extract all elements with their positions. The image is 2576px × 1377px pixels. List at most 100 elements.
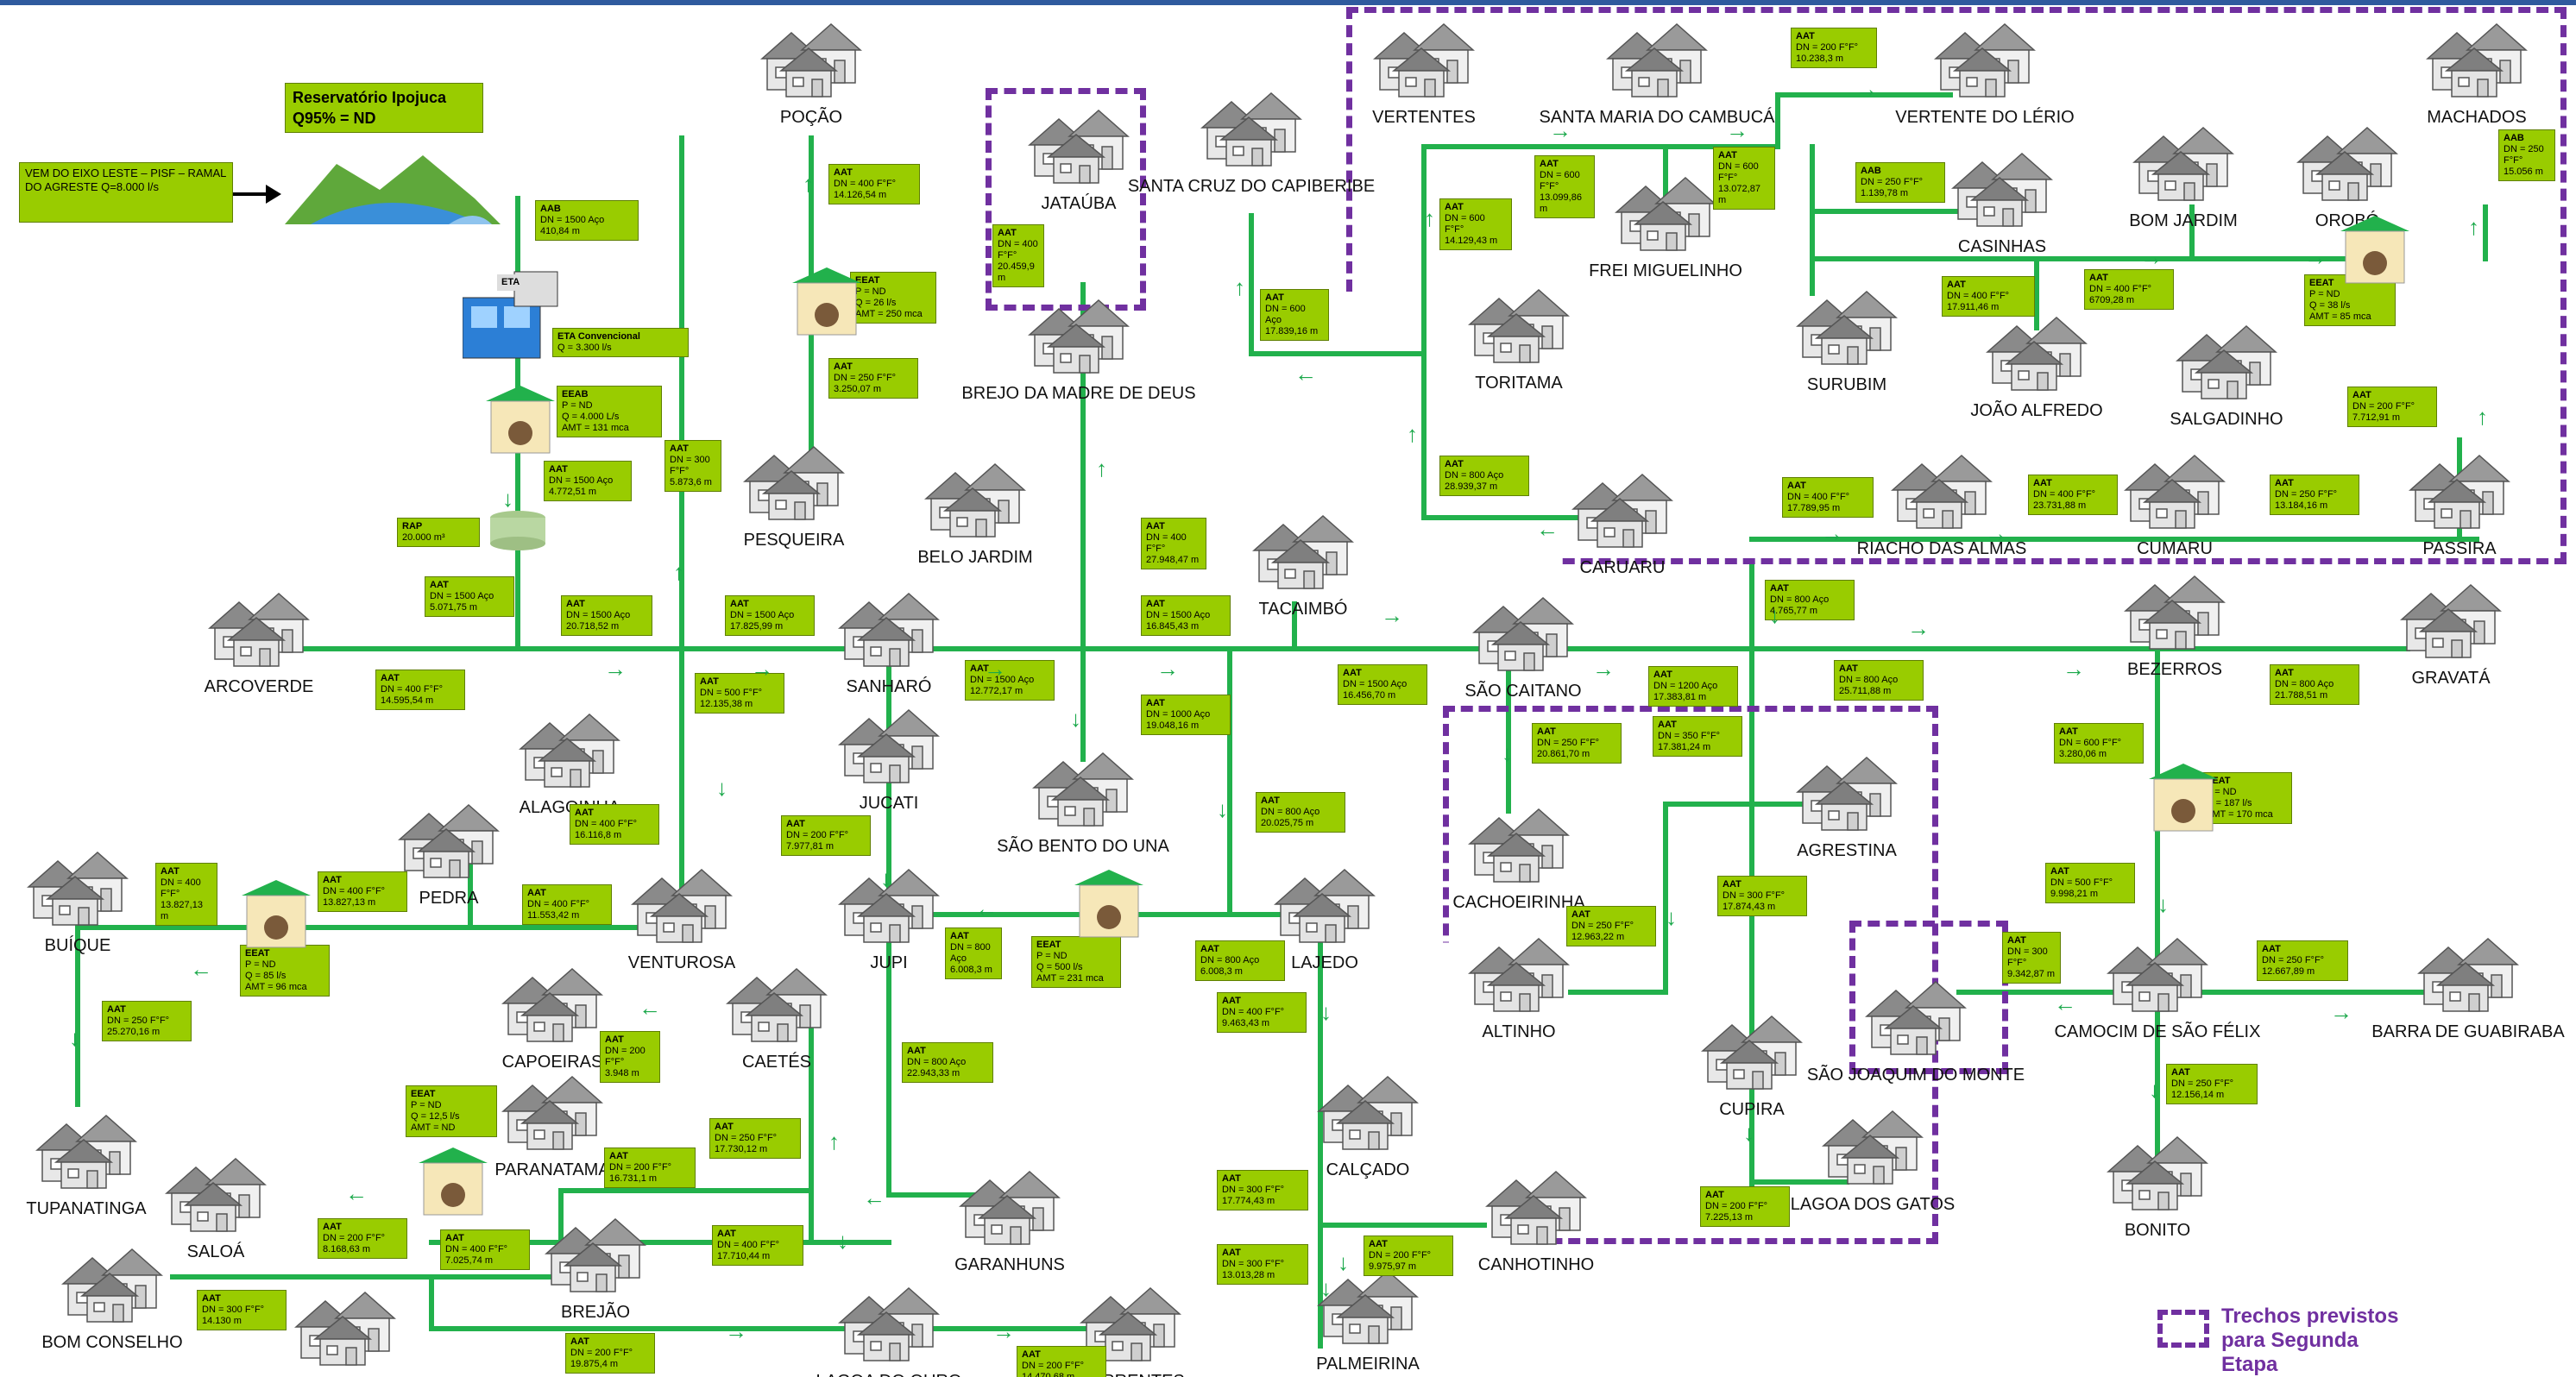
- town-name: VENTUROSA: [627, 953, 736, 972]
- flow-arrow-icon: ↑: [1424, 205, 1435, 231]
- town-name: RIACHO DAS ALMAS: [1856, 539, 2027, 558]
- houses-icon: [1023, 104, 1135, 185]
- houses-icon: [919, 457, 1031, 539]
- town-buique: BUÍQUE: [27, 851, 129, 955]
- legend-dashed-swatch: [2157, 1310, 2209, 1348]
- houses-icon: [1696, 1009, 1808, 1091]
- houses-icon: [833, 703, 945, 785]
- flow-arrow-icon: ↑: [2477, 404, 2488, 430]
- town-name: CUPIRA: [1719, 1100, 1785, 1119]
- town-name: SANHARÓ: [846, 677, 932, 696]
- houses-icon: [755, 17, 867, 99]
- flow-arrow-icon: ↓: [1666, 904, 1677, 930]
- town-name: BARRA DE GUABIRABA: [2371, 1022, 2565, 1041]
- houses-icon: [289, 1286, 401, 1368]
- flow-arrow-icon: ←: [863, 1185, 885, 1210]
- town-name: CAETÉS: [741, 1053, 812, 1072]
- flow-arrow-icon: ←: [2054, 990, 2076, 1016]
- eeab-station-icon: [486, 386, 555, 456]
- eta-label: ETA: [497, 274, 533, 291]
- town-name: CORRENTES: [984, 1371, 1277, 1377]
- town-santa-maria-do-cambuca: SANTA MARIA DO CAMBUCÁ: [1539, 22, 1775, 127]
- flow-arrow-icon: ↓: [69, 1025, 80, 1051]
- town-name: POÇÃO: [779, 108, 843, 127]
- town-agrestina: AGRESTINA: [1796, 756, 1898, 860]
- flow-arrow-icon: ↓: [1070, 706, 1081, 732]
- town-machados: MACHADOS: [2426, 22, 2528, 127]
- town-arcoverde: ARCOVERDE: [205, 592, 313, 696]
- town-name: CASINHAS: [1957, 237, 2047, 256]
- flow-arrow-icon: ↑: [1234, 274, 1245, 300]
- town-name: LAGOA DOS GATOS: [1790, 1195, 1956, 1214]
- town-name: VERTENTES: [1372, 108, 1476, 127]
- houses-icon: [2127, 121, 2239, 203]
- town-lagoa-do-ouro: LAGOA DO OURO: [816, 1286, 961, 1377]
- houses-icon: [160, 1152, 272, 1234]
- town-name: SANTA CRUZ DO CAPIBERIBE: [1127, 177, 1376, 196]
- flow-arrow-icon: ↓: [1769, 602, 1780, 628]
- town-santa-cruz-do-capiberibe: SANTA CRUZ DO CAPIBERIBE: [1128, 91, 1375, 196]
- houses-icon: [30, 1109, 142, 1191]
- town-bonito: BONITO: [2107, 1135, 2208, 1240]
- flow-arrow-icon: ↑: [803, 171, 814, 197]
- houses-icon: [1929, 17, 2041, 99]
- town-name: BREJO DA MADRE DE DEUS: [961, 384, 1196, 403]
- flow-arrow-icon: →: [992, 1318, 1015, 1344]
- houses-icon: [833, 863, 945, 945]
- town-riacho-das-almas: RIACHO DAS ALMAS: [1857, 454, 2026, 558]
- houses-icon: [1609, 171, 1722, 253]
- houses-icon: [2119, 569, 2231, 651]
- town-name: PESQUEIRA: [743, 531, 845, 550]
- town-pesqueira: PESQUEIRA: [743, 445, 845, 550]
- pump-station-icon: [419, 1148, 488, 1218]
- houses-icon: [833, 1281, 945, 1363]
- town-name: CANHOTINHO: [1477, 1255, 1595, 1274]
- houses-icon: [2421, 17, 2533, 99]
- flow-arrow-icon: ↑: [1096, 456, 1107, 481]
- town-name: AGRESTINA: [1797, 841, 1897, 860]
- flow-arrow-icon: →: [1726, 117, 1748, 143]
- town-name: LAJEDO: [1291, 953, 1358, 972]
- houses-icon: [1027, 746, 1139, 828]
- flow-arrow-icon: →: [1549, 117, 1571, 143]
- town-name: FREI MIGUELINHO: [1589, 261, 1742, 280]
- top-bar: [0, 0, 2576, 5]
- flow-arrow-icon: →: [2140, 244, 2163, 270]
- town-cumaru: CUMARU: [2124, 454, 2226, 558]
- town-gravata: GRAVATÁ: [2400, 583, 2502, 688]
- flow-arrow-icon: ↓: [1502, 740, 1513, 766]
- etapa-region-north: [1346, 7, 2567, 564]
- town-name: LAGOA DO OURO: [742, 1371, 1036, 1377]
- houses-icon: [1946, 147, 2058, 229]
- town-name: BREJÃO: [560, 1303, 631, 1322]
- flow-arrow-icon: →: [604, 656, 627, 682]
- town-terezinha: TEREZINHA: [294, 1291, 396, 1377]
- flow-arrow-icon: ↓: [880, 865, 891, 891]
- pump-station-icon: [242, 880, 311, 951]
- flow-arrow-icon: ↑: [2468, 214, 2479, 240]
- flow-arrow-icon: →: [1985, 520, 2007, 546]
- town-capoeiras: CAPOEIRAS: [501, 967, 603, 1072]
- flow-arrow-icon: ↓: [837, 1228, 848, 1254]
